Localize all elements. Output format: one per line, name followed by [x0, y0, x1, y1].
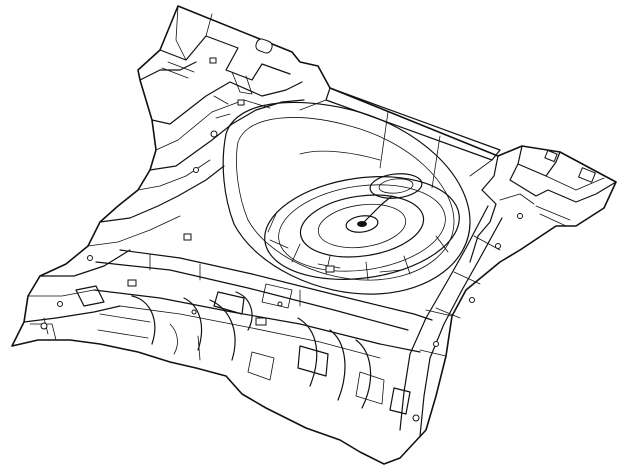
- spare-wheel-well: [222, 101, 471, 295]
- fastener-holes: [40, 57, 523, 422]
- outer-outline: [11, 5, 617, 465]
- right-bracket: [469, 145, 617, 263]
- front-cross-member: [93, 249, 433, 359]
- left-rail: [23, 5, 305, 323]
- rear-cross-member: [299, 87, 501, 191]
- floor-stampings: [29, 283, 411, 415]
